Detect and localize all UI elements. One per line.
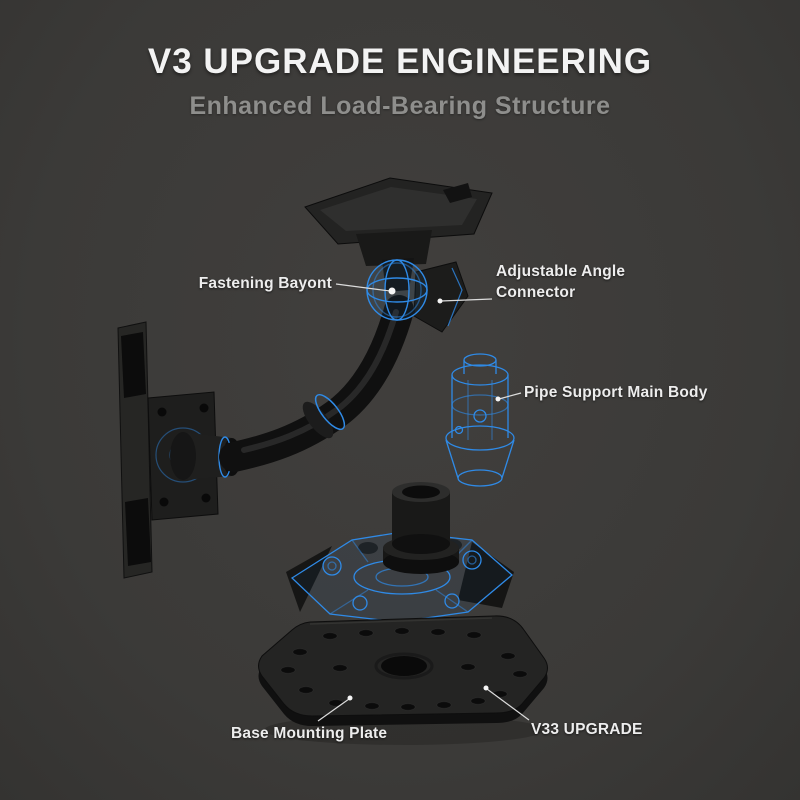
label-base-mounting-plate: Base Mounting Plate: [231, 725, 388, 742]
support-arm: [219, 295, 414, 472]
ball-joint-wireframe: [366, 259, 428, 321]
pipe-cylinder: [383, 482, 459, 574]
label-pipe-support-main-body: Pipe Support Main Body: [524, 384, 708, 401]
leader-lines: [317, 283, 530, 722]
label-fastening-bayont: Fastening Bayont: [198, 275, 332, 292]
page-subtitle: Enhanced Load-Bearing Structure: [189, 92, 611, 120]
label-v33-upgrade: V33 UPGRADE: [531, 721, 643, 738]
base-mounting-plate: [258, 615, 548, 726]
label-adjustable-angle-connector: Adjustable Angle Connector: [496, 263, 626, 301]
pipe-support-main-body: [445, 353, 515, 487]
header: V3 UPGRADE ENGINEERING Enhanced Load-Bea…: [0, 0, 800, 121]
mount-head: [304, 177, 493, 292]
page-title: V3 UPGRADE ENGINEERING: [147, 42, 653, 81]
